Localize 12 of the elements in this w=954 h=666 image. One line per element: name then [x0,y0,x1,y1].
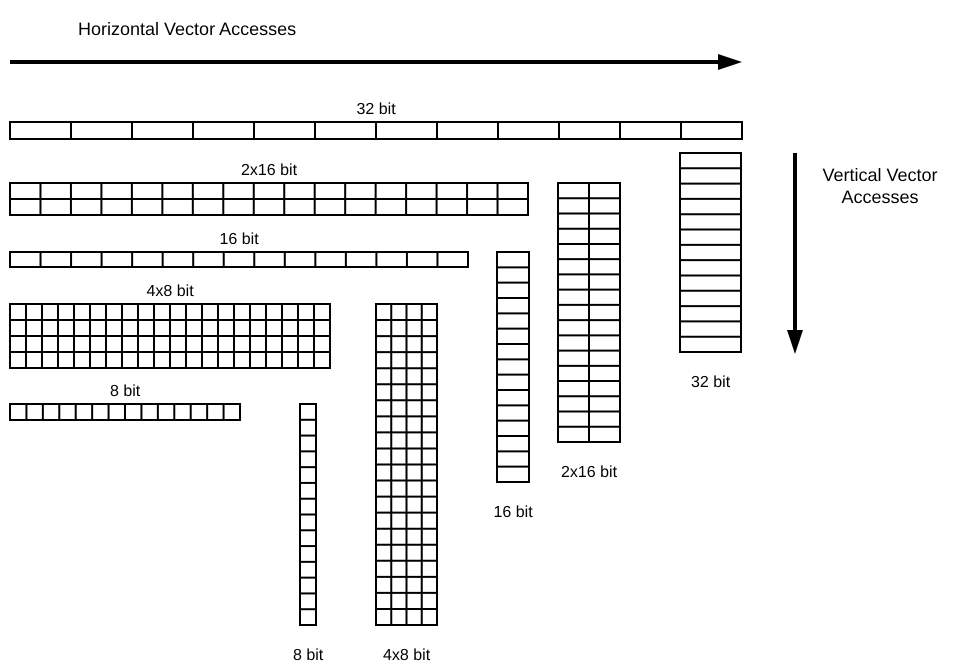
bit-width-label: 2x16 bit [561,464,618,482]
bit-width-label: 2x16 bit [241,162,298,180]
bit-width-label: 32 bit [691,374,730,392]
bit-width-label: 8 bit [293,647,324,665]
bit-width-label: 4x8 bit [146,283,194,301]
bit-width-label: 16 bit [220,231,259,249]
bit-width-label: 32 bit [356,101,396,119]
axis-caption: Vertical Vector Accesses [822,164,938,208]
bit-width-label: 4x8 bit [383,647,430,665]
bit-width-label: 8 bit [110,383,140,401]
axis-caption: Horizontal Vector Accesses [78,18,296,40]
bit-width-label: 16 bit [494,504,533,522]
